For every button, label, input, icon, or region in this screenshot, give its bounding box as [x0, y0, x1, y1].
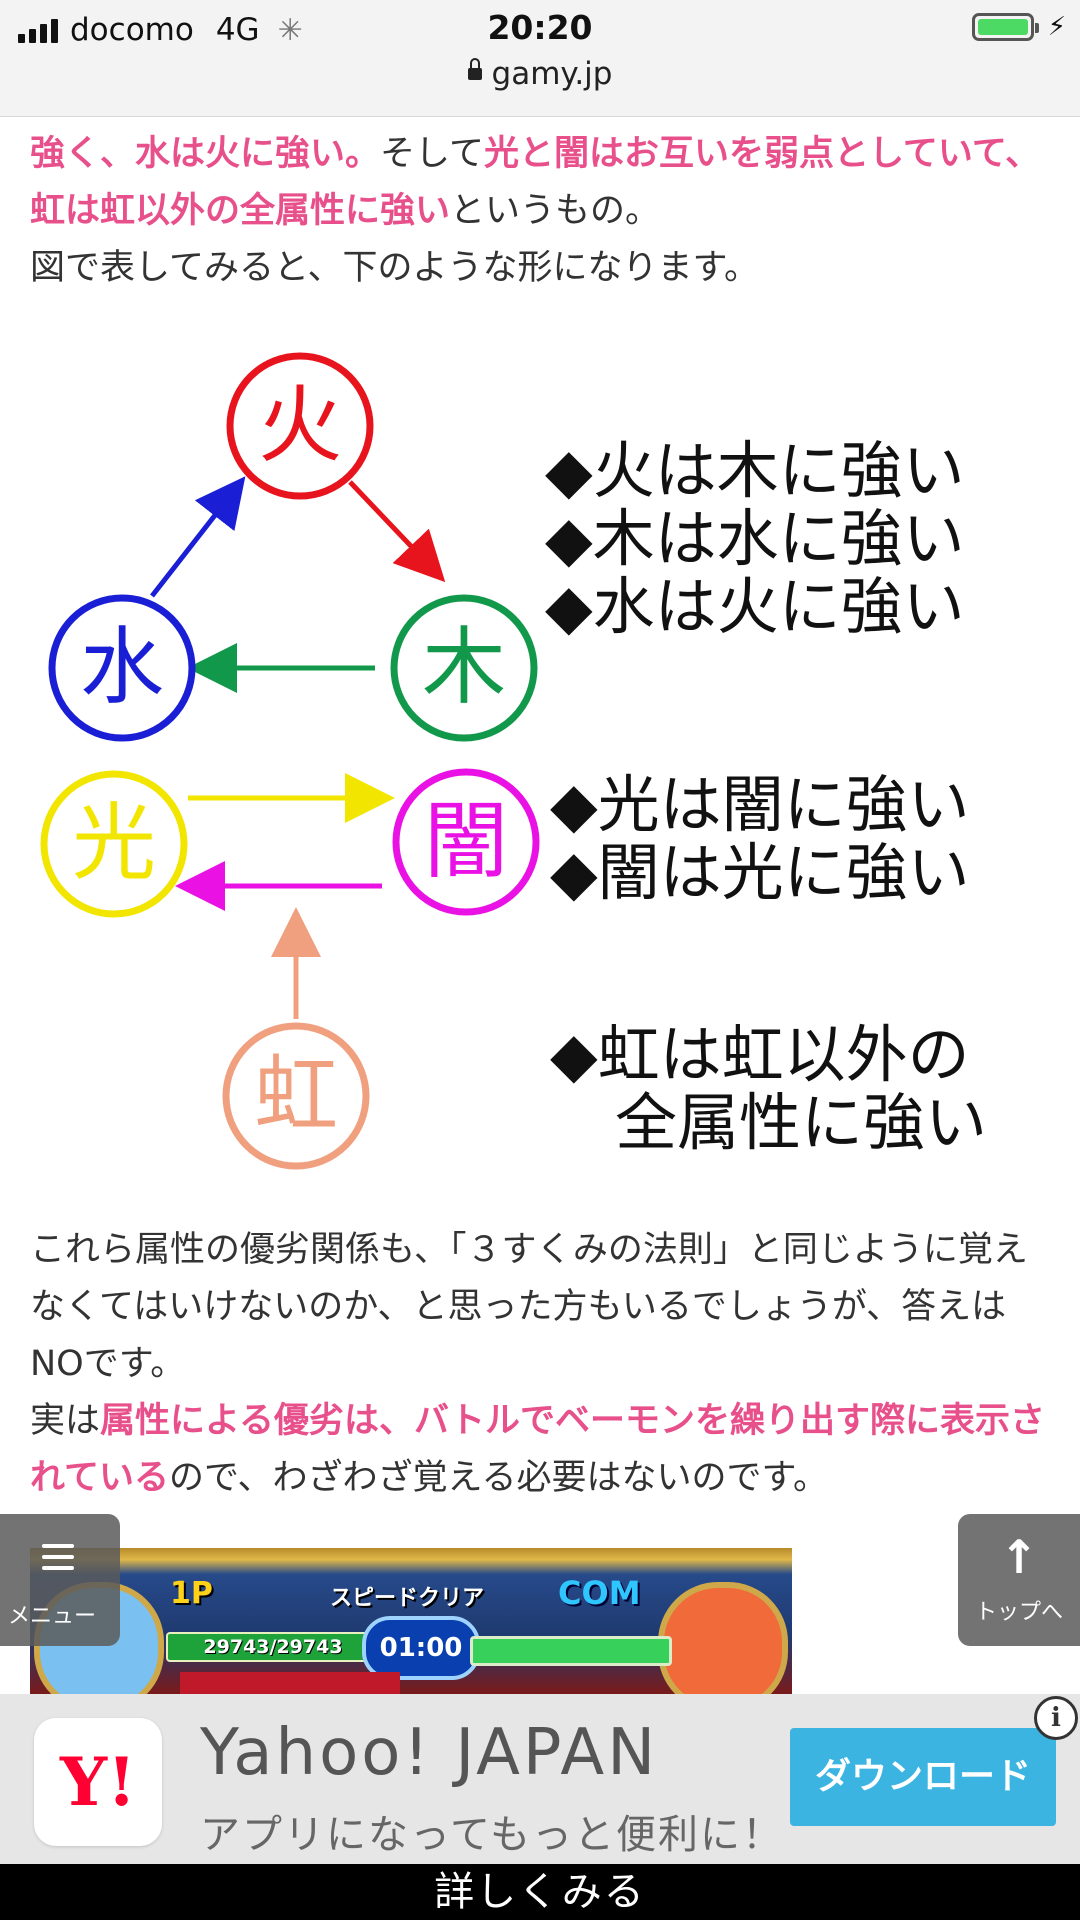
ad-more-button[interactable]: 詳しくみる	[0, 1864, 1080, 1920]
player-hp: 29743/29743	[166, 1632, 380, 1662]
highlight-text: 属性による優劣は、バトルでベーモンを繰り出す際に表示されている	[30, 1401, 1046, 1498]
node-fire: 火	[226, 352, 374, 500]
menu-label: メニュー	[8, 1604, 97, 1629]
url-bar[interactable]: gamy.jp	[0, 56, 1080, 92]
node-rainbow-label: 虹	[254, 1046, 338, 1144]
rule-text: ◆闇は光に強い	[550, 836, 970, 909]
player-label: 1P	[170, 1576, 213, 1611]
battle-timer: 01:00	[362, 1616, 480, 1680]
attribute-diagram: 火 木 水 光 闇 虹 ◆火は木に強い ◆木は水に強い ◆水は火に強い ◆光は闇…	[30, 334, 1050, 1184]
highlight-text: 強く、水は火に強い。	[30, 134, 381, 174]
body-text: そして	[380, 134, 484, 174]
rules-list: ◆火は木に強い ◆木は水に強い ◆水は火に強い ◆光は闇に強い ◆闇は光に強い …	[545, 434, 987, 1159]
game-screenshot: 1P スピードクリア COM 29743/29743 01:00	[30, 1548, 792, 1694]
carrier-label: docomo	[70, 12, 194, 48]
arrow-fire-to-wood	[348, 480, 446, 583]
node-dark-label: 闇	[424, 792, 508, 890]
rule-text: ◆水は火に強い	[545, 570, 965, 643]
body-text: ので、わざわざ覚える必要はないのです。	[168, 1458, 829, 1498]
intro-paragraph-2: 図で表してみると、下のような形になります。	[30, 248, 760, 288]
ad-subtitle: アプリになってもっと便利に！	[200, 1812, 784, 1858]
hamburger-icon	[42, 1544, 74, 1577]
body-paragraph: これら属性の優劣関係も、「３すくみの法則」と同じように覚えなくてはいけないのか、…	[30, 1230, 1028, 1384]
ad-title: Yahoo! JAPAN	[200, 1716, 659, 1790]
node-wood: 木	[390, 594, 538, 742]
player-hearts	[180, 1672, 400, 1694]
status-bar: docomo 4G ✳ 20:20 ⚡ gamy.jp	[0, 0, 1080, 117]
mode-label: スピードクリア	[330, 1586, 485, 1611]
node-fire-label: 火	[258, 376, 342, 474]
network-label: 4G	[215, 12, 260, 48]
node-light: 光	[40, 770, 188, 918]
node-dark: 闇	[392, 768, 540, 916]
battery-icon	[971, 13, 1039, 41]
body-text: 実は	[30, 1401, 101, 1441]
opponent-label: COM	[558, 1574, 641, 1612]
arrow-water-to-fire	[150, 476, 246, 598]
rule-text: ◆光は闇に強い	[550, 768, 970, 841]
attribute-diagram-svg: 火 木 水 光 闇 虹 ◆火は木に強い ◆木は水に強い ◆水は火に強い ◆光は闇…	[40, 352, 987, 1170]
intro-paragraph: 強く、水は火に強い。そして光と闇はお互いを弱点としていて、虹は虹以外の全属性に強…	[30, 126, 1050, 240]
node-light-label: 光	[72, 794, 156, 892]
loading-spinner-icon: ✳	[277, 12, 303, 48]
article-intro: として、その属性の優劣関係ですが、火は木に強く、木は水に 強く、水は火に強い。そ…	[30, 86, 1050, 297]
status-right: ⚡	[971, 12, 1066, 42]
node-water: 水	[48, 594, 196, 742]
signal-icon	[18, 17, 58, 43]
opponent-avatar	[658, 1582, 788, 1694]
rule-text: ◆虹は虹以外の	[550, 1018, 970, 1091]
rule-text: ◆木は水に強い	[545, 502, 965, 575]
arrow-up-icon: ↑	[999, 1530, 1039, 1584]
rule-text: ◆火は木に強い	[545, 434, 965, 507]
status-time: 20:20	[487, 8, 593, 47]
node-wood-label: 木	[422, 618, 506, 716]
download-button[interactable]: ダウンロード	[790, 1728, 1056, 1826]
url-text: gamy.jp	[491, 56, 613, 92]
opponent-hp-bar	[470, 1636, 672, 1666]
node-rainbow: 虹	[222, 1022, 370, 1170]
lock-icon	[467, 57, 482, 80]
status-left: docomo 4G ✳	[18, 8, 303, 52]
charging-icon: ⚡	[1047, 12, 1066, 42]
top-label: トップへ	[974, 1600, 1063, 1625]
menu-button[interactable]: メニュー	[0, 1514, 120, 1646]
body-paragraph-2: 実は属性による優劣は、バトルでベーモンを繰り出す際に表示されているので、わざわざ…	[30, 1393, 1050, 1507]
ad-info-icon[interactable]: i	[1034, 1696, 1078, 1740]
back-to-top-button[interactable]: ↑ トップへ	[958, 1514, 1080, 1646]
yahoo-logo-icon: Y!	[34, 1718, 162, 1846]
article-body: これら属性の優劣関係も、「３すくみの法則」と同じように覚えなくてはいけないのか、…	[30, 1222, 1050, 1507]
highlight-text: 光と闇はお互いを弱点としていて、虹は虹以外の全属性に強い	[30, 134, 1041, 231]
ad-banner[interactable]: Y! Yahoo! JAPAN アプリになってもっと便利に！ ダウンロード i	[0, 1694, 1080, 1864]
body-text: というもの。	[450, 191, 661, 231]
rule-text: 全属性に強い	[615, 1086, 987, 1159]
node-water-label: 水	[80, 618, 164, 716]
